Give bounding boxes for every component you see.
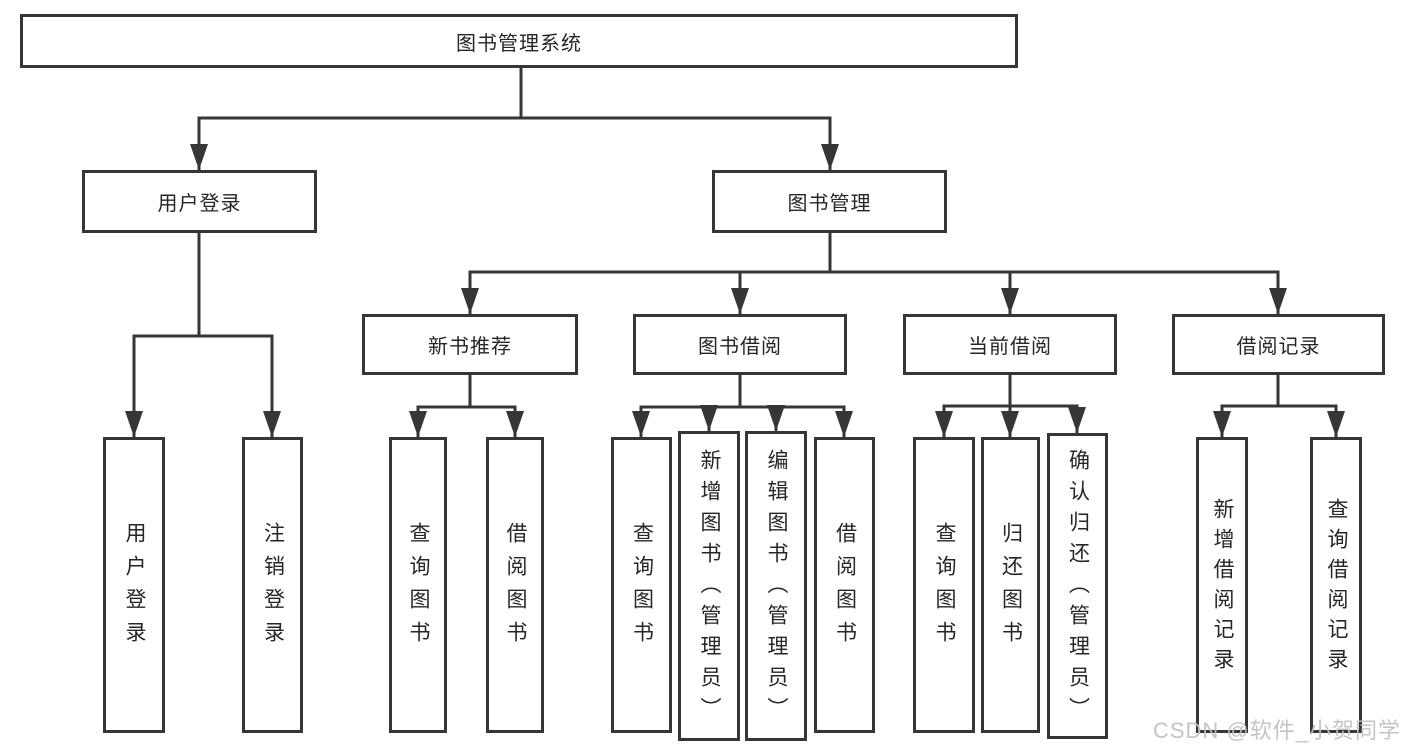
node-book-management: 图书管理 bbox=[712, 170, 947, 233]
leaf-add-borrow-record: 新增借阅记录 bbox=[1196, 437, 1248, 733]
leaf-borrow-books-recommend: 借阅图书 bbox=[486, 437, 544, 733]
leaf-user-login: 用户登录 bbox=[103, 437, 165, 733]
leaf-add-books-admin: 新增图书（管理员） bbox=[678, 431, 740, 741]
leaf-logout: 注销登录 bbox=[242, 437, 303, 733]
leaf-query-books-borrowing: 查询图书 bbox=[611, 437, 672, 733]
node-user-login: 用户登录 bbox=[82, 170, 317, 233]
leaf-query-borrow-record: 查询借阅记录 bbox=[1310, 437, 1362, 733]
leaf-query-books-current: 查询图书 bbox=[913, 437, 975, 733]
csdn-watermark: CSDN @软件_小贺同学 bbox=[1152, 718, 1401, 743]
leaf-edit-books-admin: 编辑图书（管理员） bbox=[745, 431, 807, 741]
leaf-query-books-recommend: 查询图书 bbox=[389, 437, 447, 733]
node-current-borrowing: 当前借阅 bbox=[903, 314, 1117, 375]
node-new-book-recommend: 新书推荐 bbox=[362, 314, 578, 375]
node-root-system: 图书管理系统 bbox=[20, 14, 1018, 68]
node-book-borrowing: 图书借阅 bbox=[633, 314, 847, 375]
leaf-return-books: 归还图书 bbox=[981, 437, 1040, 733]
leaf-borrow-books-borrowing: 借阅图书 bbox=[814, 437, 875, 733]
node-borrowing-records: 借阅记录 bbox=[1172, 314, 1385, 375]
leaf-confirm-return-admin: 确认归还（管理员） bbox=[1047, 433, 1108, 739]
